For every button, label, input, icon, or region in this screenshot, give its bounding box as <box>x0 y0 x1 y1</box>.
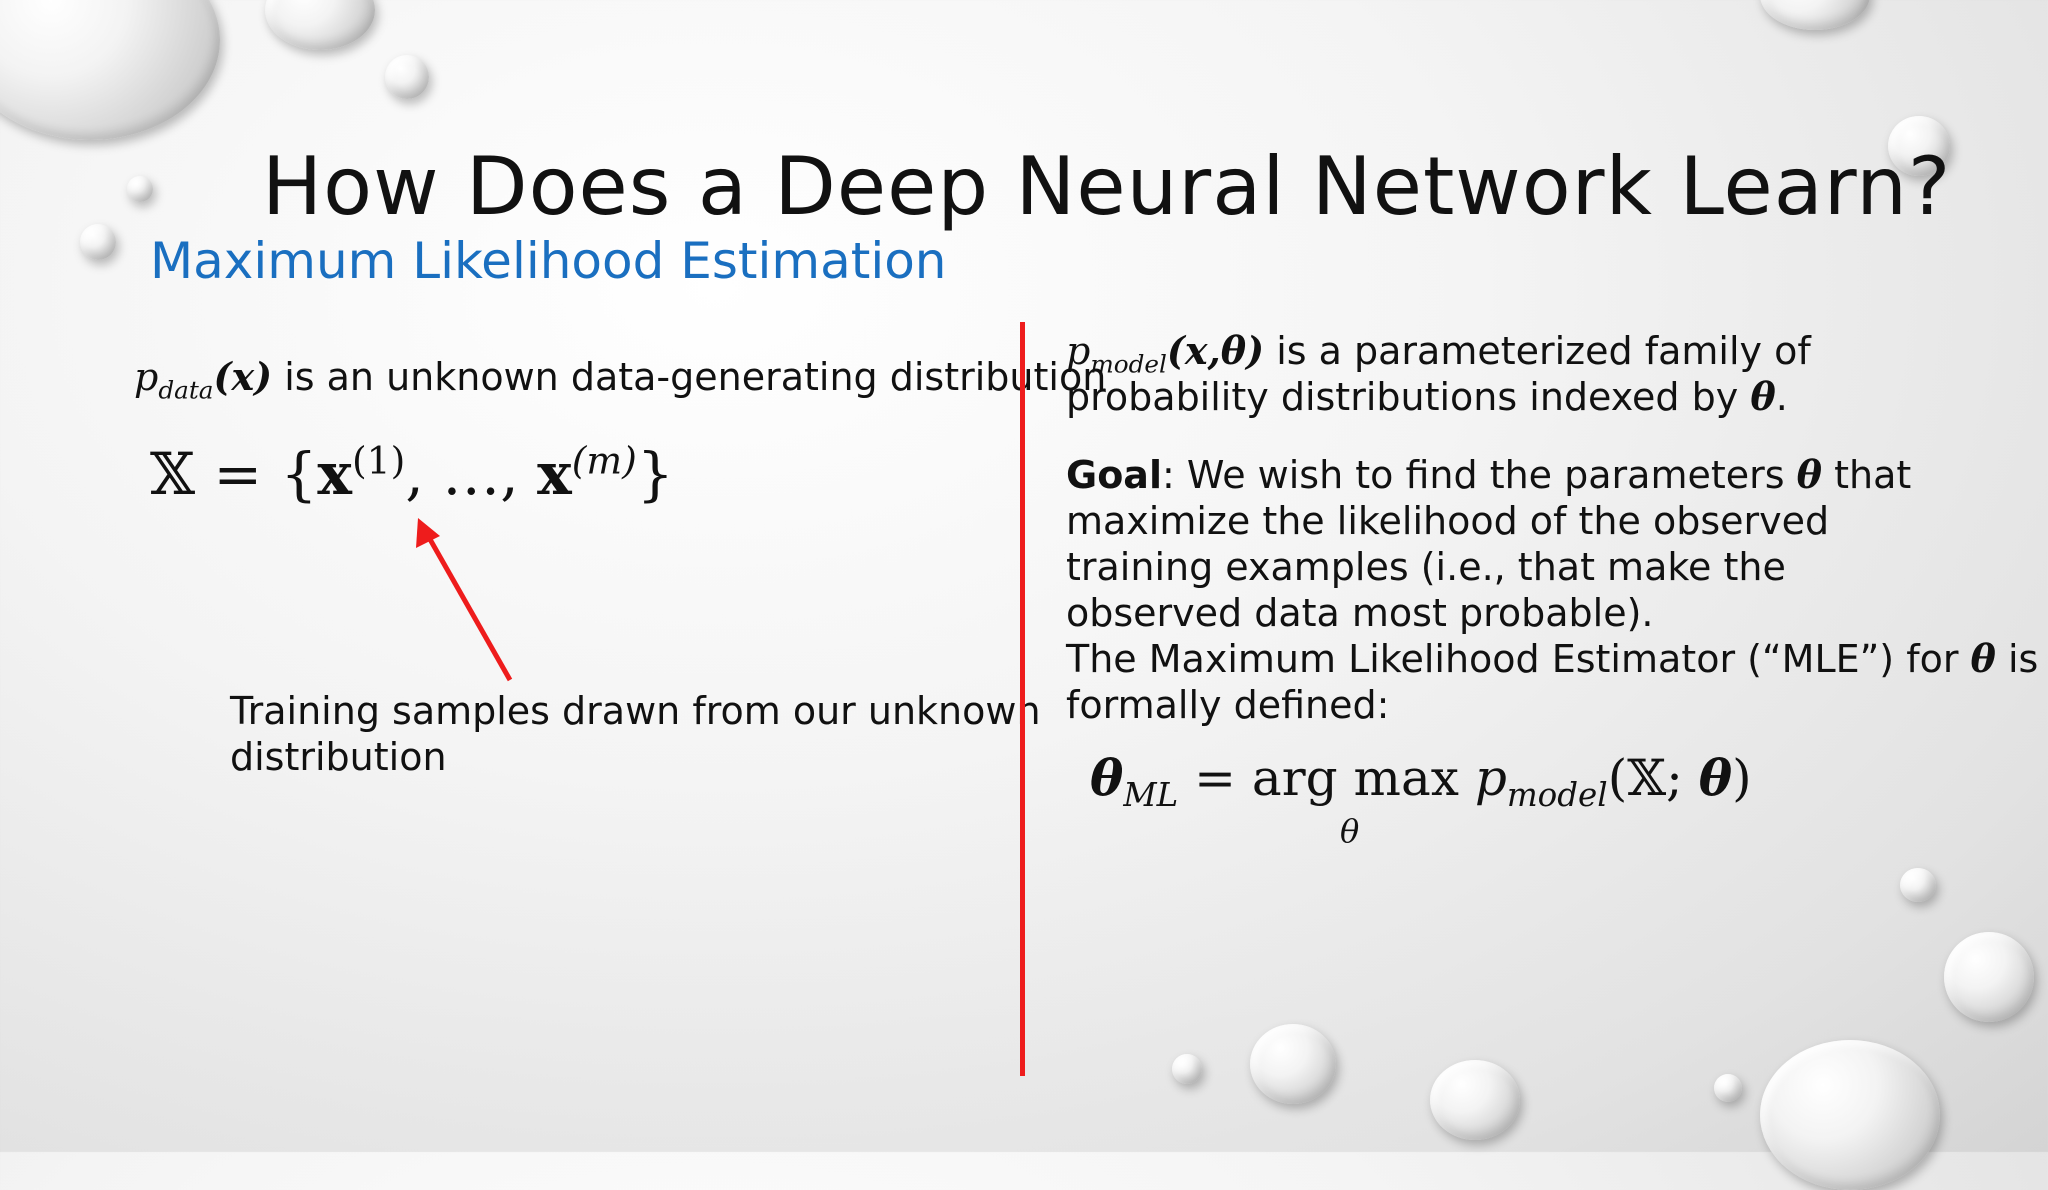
eq-theta-arg: θ <box>1698 748 1733 807</box>
pmodel-description: is a parameterized family of <box>1264 329 1811 373</box>
water-drop-decoration <box>1944 932 2034 1022</box>
water-drop-decoration <box>1250 1024 1336 1104</box>
water-drop-decoration <box>1714 1074 1742 1102</box>
eq-theta: θ <box>1090 748 1124 807</box>
goal-line-1: Goal: We wish to find the parameters θ t… <box>1066 452 1911 498</box>
pmodel-subscript: model <box>1090 349 1167 379</box>
eq-dataset: 𝕏 <box>1627 749 1666 807</box>
goal-line-3: training examples (i.e., that make the <box>1066 545 1786 589</box>
set-mid: , …, <box>405 440 538 508</box>
eq-theta-subscript: ML <box>1123 776 1179 814</box>
theta-symbol: θ <box>1970 636 1996 681</box>
pdata-statement: pdata(x) is an unknown data-generating d… <box>134 354 1107 402</box>
pmodel-symbol: p <box>1066 329 1091 373</box>
set-sup1: (1) <box>351 438 406 483</box>
water-drop-decoration <box>1172 1054 1202 1084</box>
water-drop-decoration <box>1430 1060 1520 1140</box>
water-drop-decoration <box>127 176 153 202</box>
pmodel-line-1: pmodel(x,θ) is a parameterized family of <box>1066 328 1811 376</box>
pdata-subscript: data <box>158 375 214 405</box>
pdata-symbol: p <box>134 355 159 399</box>
eq-p-subscript: model <box>1506 776 1608 814</box>
pmodel-argument: (x,θ) <box>1166 328 1265 373</box>
pmodel-line-2: probability distributions indexed by θ. <box>1066 374 1788 420</box>
mle-equation: θML = arg max pmodel(𝕏; θ) <box>1090 748 1752 811</box>
eq-p: p <box>1474 749 1507 807</box>
eq-open-paren: ( <box>1607 749 1628 807</box>
annotation-line-2: distribution <box>230 735 447 779</box>
goal-line-4: observed data most probable). <box>1066 591 1654 635</box>
mle-line-1: The Maximum Likelihood Estimator (“MLE”)… <box>1066 636 2038 682</box>
set-xm: x <box>537 440 572 508</box>
goal-label: Goal <box>1066 453 1162 497</box>
training-set-equation: 𝕏 = {x(1), …, x(m)} <box>150 440 674 508</box>
annotation-arrow <box>416 518 513 682</box>
annotation-line-1: Training samples drawn from our unknown <box>230 689 1041 733</box>
water-drop-decoration <box>1888 116 1950 176</box>
pdata-argument: (x) <box>213 354 273 399</box>
water-drop-decoration <box>385 55 429 99</box>
theta-symbol: θ <box>1750 374 1776 419</box>
pdata-description: is an unknown data-generating distributi… <box>272 355 1107 399</box>
eq-semicolon: ; <box>1666 749 1699 807</box>
slide-title: How Does a Deep Neural Network Learn? <box>262 140 1952 233</box>
set-x1: x <box>317 440 352 508</box>
set-lhs: 𝕏 = { <box>150 440 318 508</box>
theta-symbol: θ <box>1796 452 1822 497</box>
set-supm: (m) <box>571 438 637 483</box>
set-rhs: } <box>636 440 674 508</box>
eq-argmax: = arg max <box>1178 749 1475 807</box>
mle-line1-pre: The Maximum Likelihood Estimator (“MLE”)… <box>1066 637 1971 681</box>
period: . <box>1775 375 1788 419</box>
column-divider <box>1020 322 1025 1076</box>
argmax-subscript-theta: θ <box>1340 812 1360 850</box>
mle-line-2: formally defined: <box>1066 683 1390 727</box>
mle-line1-post: is <box>1995 637 2039 681</box>
goal-line-2: maximize the likelihood of the observed <box>1066 499 1830 543</box>
pmodel-line2-text: probability distributions indexed by <box>1066 375 1751 419</box>
goal-line1-post: that <box>1822 453 1912 497</box>
water-drop-decoration <box>80 224 116 260</box>
goal-line1-pre: : We wish to find the parameters <box>1161 453 1797 497</box>
water-drop-decoration <box>1900 868 1936 902</box>
eq-close-paren: ) <box>1732 749 1752 807</box>
slide-subtitle: Maximum Likelihood Estimation <box>150 232 947 290</box>
